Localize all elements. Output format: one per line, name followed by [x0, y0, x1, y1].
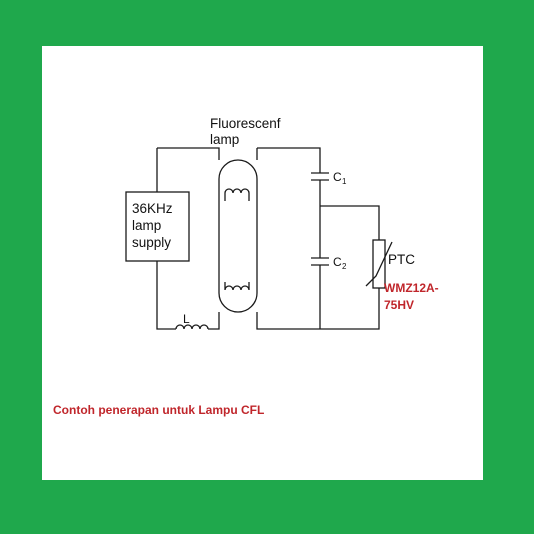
ptc-diagonal [365, 241, 393, 287]
supply-label-line3: supply [132, 235, 171, 250]
lamp-title-line1: Fluorescenf [210, 116, 281, 131]
wire-lamp-bottom-right [256, 288, 380, 330]
wire-inductor-right [208, 312, 220, 330]
lamp-supply-box [125, 191, 190, 262]
wire-node-ptc-top [320, 205, 380, 240]
c2-label: C [333, 255, 342, 269]
c1-label: C [333, 170, 342, 184]
lamp-filament-top [224, 188, 250, 201]
supply-label-line1: 36KHz [132, 201, 173, 216]
wire-supply-top [157, 147, 220, 160]
wire-supply-left [156, 148, 176, 330]
ptc-label: PTC [388, 252, 415, 267]
white-card [42, 46, 483, 480]
lamp-filament-bottom [224, 282, 250, 291]
part-number-line1: WMZ12A- [384, 281, 439, 295]
part-number-line2: 75HV [384, 298, 414, 312]
capacitor-c2 [311, 257, 329, 266]
inductor-label: L [183, 312, 190, 326]
c1-subscript: 1 [342, 177, 347, 186]
capacitor-c1 [311, 172, 329, 181]
supply-label-line2: lamp [132, 218, 161, 233]
ptc-thermistor [372, 239, 386, 289]
c2-subscript: 2 [342, 262, 347, 271]
wire-lamp-top-right [256, 147, 321, 173]
lamp-title-line2: lamp [210, 132, 239, 147]
inductor-coil [175, 324, 209, 330]
fluorescent-lamp-tube [218, 159, 258, 313]
caption: Contoh penerapan untuk Lampu CFL [53, 403, 264, 417]
